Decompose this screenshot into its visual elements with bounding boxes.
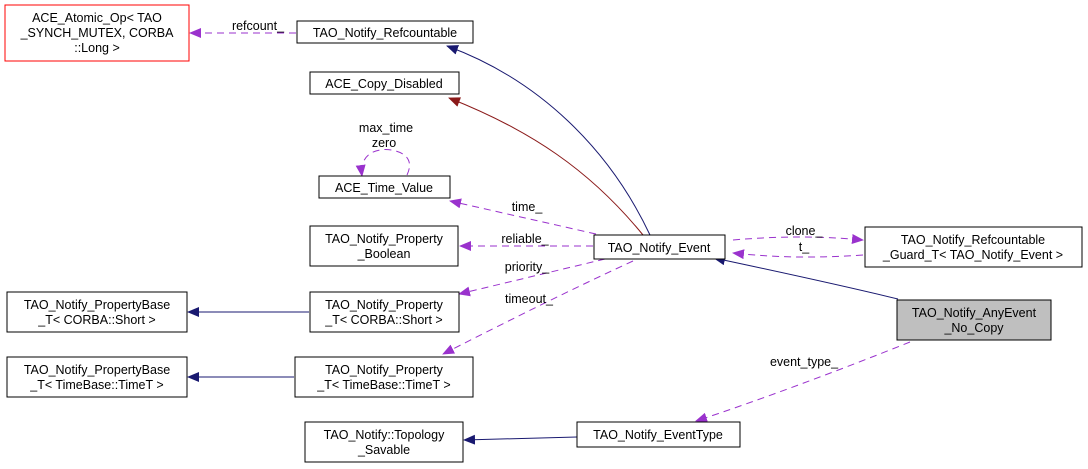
node-label: TAO_Notify_EventType [593, 428, 723, 442]
label-time: time_ [512, 200, 544, 214]
label-refcount: refcount_ [232, 19, 285, 33]
edge-event-to-refcountable [446, 45, 651, 236]
node-label: TAO_Notify::Topology [324, 428, 445, 442]
node-label: _No_Copy [943, 321, 1004, 335]
node-tao-notify-property-short[interactable]: TAO_Notify_Property _T< CORBA::Short > [309, 291, 460, 333]
node-label: TAO_Notify_Event [608, 241, 711, 255]
node-label: _SYNCH_MUTEX, CORBA [20, 26, 174, 40]
edge-priority [458, 258, 606, 297]
label-t: t_ [799, 240, 810, 254]
node-ace-atomic-op[interactable]: ACE_Atomic_Op< TAO _SYNCH_MUTEX, CORBA :… [4, 4, 190, 62]
node-label: ACE_Atomic_Op< TAO [32, 11, 162, 25]
node-label: ACE_Copy_Disabled [325, 77, 442, 91]
edge-anyevent-to-event [713, 255, 899, 300]
node-label: TAO_Notify_PropertyBase [24, 298, 170, 312]
node-label: TAO_Notify_Refcountable [313, 26, 457, 40]
node-label: _T< CORBA::Short > [324, 313, 442, 327]
node-label: ACE_Time_Value [335, 181, 433, 195]
node-tao-notify-property-boolean[interactable]: TAO_Notify_Property _Boolean [309, 225, 459, 267]
edge-event-to-copy-disabled [448, 97, 644, 236]
edge-time [449, 198, 597, 235]
label-zero: zero [372, 136, 396, 150]
label-timeout: timeout_ [505, 292, 554, 306]
label-max-time: max_time [359, 121, 413, 135]
node-label: TAO_Notify_Property [325, 232, 444, 246]
edge-event-type [695, 341, 911, 423]
label-priority: priority_ [505, 260, 551, 274]
node-tao-notify-refcountable[interactable]: TAO_Notify_Refcountable [296, 20, 474, 44]
edge-labels: refcount_ max_time zero time_ reliable_ … [232, 19, 839, 369]
edge-timeout [442, 260, 634, 355]
node-label: _T< TimeBase::TimeT > [29, 378, 163, 392]
node-label: _T< CORBA::Short > [37, 313, 155, 327]
node-label: TAO_Notify_Property [325, 298, 444, 312]
node-tao-notify-topology-savable[interactable]: TAO_Notify::Topology _Savable [304, 421, 464, 463]
node-tao-notify-propertybase-short[interactable]: TAO_Notify_PropertyBase _T< CORBA::Short… [6, 291, 188, 333]
node-ace-copy-disabled[interactable]: ACE_Copy_Disabled [309, 71, 460, 95]
edge-clone [732, 234, 864, 244]
node-tao-notify-propertybase-timet[interactable]: TAO_Notify_PropertyBase _T< TimeBase::Ti… [6, 356, 188, 398]
edge-t [732, 249, 864, 260]
node-tao-notify-refcountable-guard[interactable]: TAO_Notify_Refcountable _Guard_T< TAO_No… [864, 226, 1083, 268]
node-label: _Savable [357, 443, 410, 457]
node-label: TAO_Notify_PropertyBase [24, 363, 170, 377]
node-tao-notify-eventtype[interactable]: TAO_Notify_EventType [576, 421, 741, 448]
node-label: ::Long > [74, 41, 120, 55]
label-reliable: reliable_ [501, 232, 549, 246]
node-tao-notify-event[interactable]: TAO_Notify_Event [593, 234, 726, 260]
edges [187, 28, 911, 445]
edge-time-value-self [355, 149, 410, 177]
node-label: TAO_Notify_AnyEvent [912, 306, 1037, 320]
label-event-type: event_type_ [770, 355, 839, 369]
node-tao-notify-anyevent-no-copy[interactable]: TAO_Notify_AnyEvent _No_Copy [896, 299, 1052, 341]
edge-eventtype-to-savable [463, 434, 578, 445]
node-label: TAO_Notify_Refcountable [901, 233, 1045, 247]
label-clone: clone_ [786, 224, 824, 238]
node-label: _T< TimeBase::TimeT > [316, 378, 450, 392]
node-tao-notify-property-timet[interactable]: TAO_Notify_Property _T< TimeBase::TimeT … [294, 356, 474, 398]
node-label: TAO_Notify_Property [325, 363, 444, 377]
node-label: _Boolean [357, 247, 411, 261]
node-label: _Guard_T< TAO_Notify_Event > [882, 248, 1063, 262]
node-ace-time-value[interactable]: ACE_Time_Value [318, 175, 451, 199]
